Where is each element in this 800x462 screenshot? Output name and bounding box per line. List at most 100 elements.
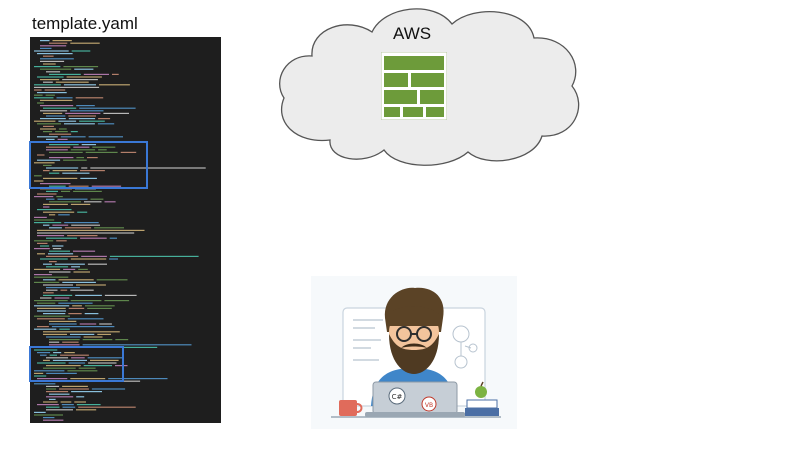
- code-line-segment: [46, 365, 81, 367]
- code-line-segment: [76, 284, 106, 286]
- code-line-segment: [87, 157, 98, 159]
- code-line-segment: [46, 289, 58, 291]
- code-line-segment: [85, 305, 115, 307]
- code-line-segment: [49, 271, 71, 273]
- code-line-segment: [43, 81, 53, 83]
- code-line-segment: [34, 300, 68, 302]
- code-line-segment: [83, 336, 103, 338]
- code-line-segment: [104, 294, 137, 296]
- code-line-segment: [34, 414, 63, 416]
- code-line-segment: [34, 370, 65, 372]
- code-line-segment: [71, 224, 100, 226]
- code-line-segment: [60, 136, 86, 138]
- code-line-segment: [70, 131, 78, 133]
- code-line-segment: [34, 411, 46, 413]
- code-line-segment: [78, 367, 96, 369]
- code-line-segment: [49, 341, 60, 343]
- code-line-segment: [83, 73, 109, 75]
- code-line-segment: [49, 172, 60, 174]
- code-line-segment: [77, 211, 88, 213]
- code-line-segment: [43, 331, 120, 333]
- code-line-segment: [66, 76, 102, 78]
- code-line-segment: [43, 313, 66, 315]
- code-line-segment: [46, 396, 74, 398]
- code-line-segment: [34, 315, 70, 317]
- code-line-segment: [98, 118, 111, 120]
- code-line-segment: [76, 105, 95, 107]
- code-line-segment: [40, 60, 65, 62]
- code-line-segment: [85, 151, 118, 153]
- code-line-segment: [72, 305, 82, 307]
- code-line-segment: [43, 107, 77, 109]
- code-line-segment: [81, 167, 88, 169]
- laptop-badge-csharp: C#: [392, 393, 403, 401]
- code-line-segment: [56, 97, 73, 99]
- code-line-segment: [37, 76, 64, 78]
- code-line-segment: [49, 144, 79, 146]
- code-line-segment: [40, 118, 66, 120]
- code-line-segment: [76, 409, 97, 411]
- code-line-segment: [49, 201, 81, 203]
- code-line-segment: [43, 279, 56, 281]
- code-line-segment: [80, 170, 105, 172]
- code-line-segment: [120, 151, 137, 153]
- code-line-segment: [40, 40, 50, 42]
- code-line-segment: [44, 89, 66, 91]
- code-line-segment: [84, 313, 99, 315]
- code-line-segment: [46, 385, 60, 387]
- code-line-segment: [34, 219, 55, 221]
- code-line-segment: [115, 365, 128, 367]
- code-line-segment: [34, 89, 42, 91]
- aws-cloudformation-stack-icon: [381, 52, 447, 120]
- code-line-segment: [108, 378, 168, 380]
- code-line-segment: [70, 149, 96, 151]
- code-line-segment: [73, 250, 96, 252]
- code-line-segment: [49, 393, 70, 395]
- code-line-segment: [58, 214, 70, 216]
- code-line-segment: [70, 333, 95, 335]
- code-line-segment: [34, 372, 44, 374]
- code-line-segment: [60, 354, 89, 356]
- code-line-segment: [90, 198, 104, 200]
- code-line-segment: [37, 53, 73, 55]
- code-line-segment: [43, 112, 63, 114]
- code-line-segment: [76, 404, 101, 406]
- code-line-segment: [40, 245, 50, 247]
- code-line-segment: [43, 206, 50, 208]
- code-line-segment: [97, 333, 111, 335]
- code-line-segment: [70, 110, 104, 112]
- code-line-segment: [34, 50, 69, 52]
- yaml-code-view[interactable]: [30, 37, 221, 423]
- code-line-segment: [43, 367, 76, 369]
- code-line-segment: [62, 79, 98, 81]
- code-line-segment: [62, 341, 79, 343]
- code-line-segment: [49, 185, 66, 187]
- code-line-segment: [70, 300, 102, 302]
- code-line-segment: [40, 258, 68, 260]
- code-line-segment: [98, 149, 107, 151]
- code-line-segment: [37, 307, 66, 309]
- code-line-segment: [34, 375, 47, 377]
- code-line-segment: [70, 378, 106, 380]
- code-line-segment: [43, 417, 55, 419]
- code-line-segment: [51, 326, 115, 328]
- code-line-segment: [74, 401, 86, 403]
- code-line-segment: [49, 151, 83, 153]
- code-line-segment: [43, 177, 78, 179]
- code-line-segment: [54, 297, 70, 299]
- code-line-segment: [59, 388, 89, 390]
- code-line-segment: [43, 131, 53, 133]
- code-line-segment: [103, 112, 129, 114]
- code-line-segment: [70, 258, 107, 260]
- code-line-segment: [91, 388, 126, 390]
- code-line-segment: [46, 237, 78, 239]
- code-line-segment: [58, 302, 93, 304]
- code-line-segment: [63, 84, 96, 86]
- code-line-segment: [34, 94, 43, 96]
- code-line-segment: [46, 115, 66, 117]
- code-line-segment: [43, 125, 54, 127]
- code-line-segment: [68, 313, 82, 315]
- code-line-segment: [49, 344, 80, 346]
- code-line-segment: [49, 42, 68, 44]
- code-line-segment: [49, 398, 56, 400]
